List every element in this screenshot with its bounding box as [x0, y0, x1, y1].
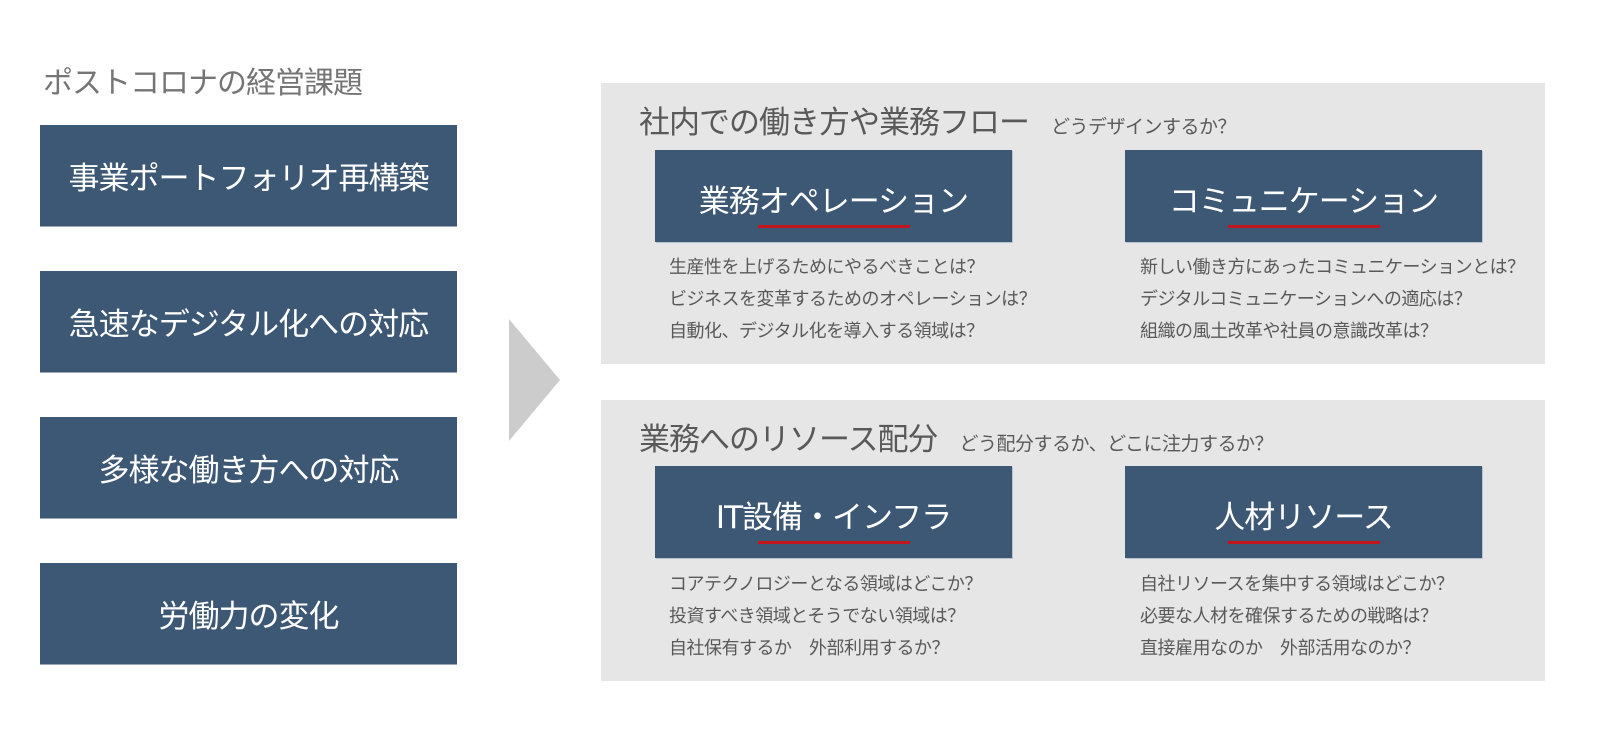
issue-label: 労働力の変化 — [158, 599, 340, 635]
question-item: 投資すべき領域とそうでない領域は？ — [669, 606, 965, 627]
card-title: IT設備・インフラ — [715, 500, 952, 536]
card-title: コミュニケーション — [1168, 184, 1439, 220]
issue-label: 急速なデジタル化への対応 — [68, 307, 429, 343]
issue-label: 事業ポートフォリオ再構築 — [68, 161, 430, 197]
question-item: 必要な人材を確保するための戦略は？ — [1140, 606, 1438, 627]
panel-heading-main: 業務へのリソース配分 — [639, 422, 938, 458]
panel-heading-sub: どうデザインするか？ — [1051, 116, 1237, 138]
card-human-resources: 人材リソース — [1125, 466, 1482, 558]
question-item: デジタルコミュニケーションへの適応は？ — [1140, 289, 1472, 310]
question-list: コアテクノロジーとなる領域はどこか？ 投資すべき領域とそうでない領域は？ 自社保… — [669, 569, 1029, 665]
card-title: 業務オペレーション — [698, 184, 969, 220]
question-list: 生産性を上げるためにやるべきことは？ ビジネスを変革するためのオペレーションは？… — [669, 252, 1037, 348]
question-item: 自動化、デジタル化を導入する領域は？ — [669, 321, 984, 342]
page-title: ポストコロナの経営課題 — [43, 66, 363, 101]
question-item: 自社リソースを集中する領域はどこか？ — [1140, 574, 1454, 595]
question-item: 直接雇用なのか 外部活用なのか？ — [1140, 638, 1421, 659]
red-underline — [1228, 225, 1380, 228]
red-underline — [758, 225, 910, 228]
issue-box-workstyles: 多様な働き方への対応 — [40, 417, 457, 518]
red-underline — [758, 541, 910, 544]
panel-workflow: 社内での働き方や業務フロー どうデザインするか？ 業務オペレーション 生産性を上… — [601, 83, 1545, 364]
question-item: 新しい働き方にあったコミュニケーションとは？ — [1140, 257, 1525, 278]
issue-box-portfolio: 事業ポートフォリオ再構築 — [40, 125, 457, 226]
red-underline — [1228, 541, 1380, 544]
card-communication: コミュニケーション — [1125, 150, 1482, 242]
question-list: 新しい働き方にあったコミュニケーションとは？ デジタルコミュニケーションへの適応… — [1140, 252, 1525, 348]
card-operations: 業務オペレーション — [655, 150, 1012, 242]
card-title: 人材リソース — [1214, 500, 1393, 536]
card-it-infrastructure: IT設備・インフラ — [655, 466, 1012, 558]
question-item: ビジネスを変革するためのオペレーションは？ — [669, 289, 1037, 310]
question-item: コアテクノロジーとなる領域はどこか？ — [669, 574, 982, 595]
question-item: 組織の風土改革や社員の意識改革は？ — [1140, 321, 1438, 342]
panel-heading: 業務へのリソース配分 どう配分するか、どこに注力するか？ — [639, 414, 1274, 459]
panel-heading-main: 社内での働き方や業務フロー — [639, 105, 1030, 141]
issue-label: 多様な働き方への対応 — [98, 453, 400, 489]
question-list: 自社リソースを集中する領域はどこか？ 必要な人材を確保するための戦略は？ 直接雇… — [1140, 569, 1500, 665]
panel-heading-sub: どう配分するか、どこに注力するか？ — [959, 433, 1274, 455]
issue-box-workforce: 労働力の変化 — [40, 563, 457, 664]
panel-heading: 社内での働き方や業務フロー どうデザインするか？ — [639, 97, 1237, 142]
chevron-right-arrow-icon — [509, 319, 560, 441]
question-item: 生産性を上げるためにやるべきことは？ — [669, 257, 985, 278]
question-item: 自社保有するか 外部利用するか？ — [669, 638, 950, 659]
panel-resources: 業務へのリソース配分 どう配分するか、どこに注力するか？ IT設備・インフラ コ… — [601, 400, 1545, 681]
issue-box-digitalization: 急速なデジタル化への対応 — [40, 271, 457, 372]
